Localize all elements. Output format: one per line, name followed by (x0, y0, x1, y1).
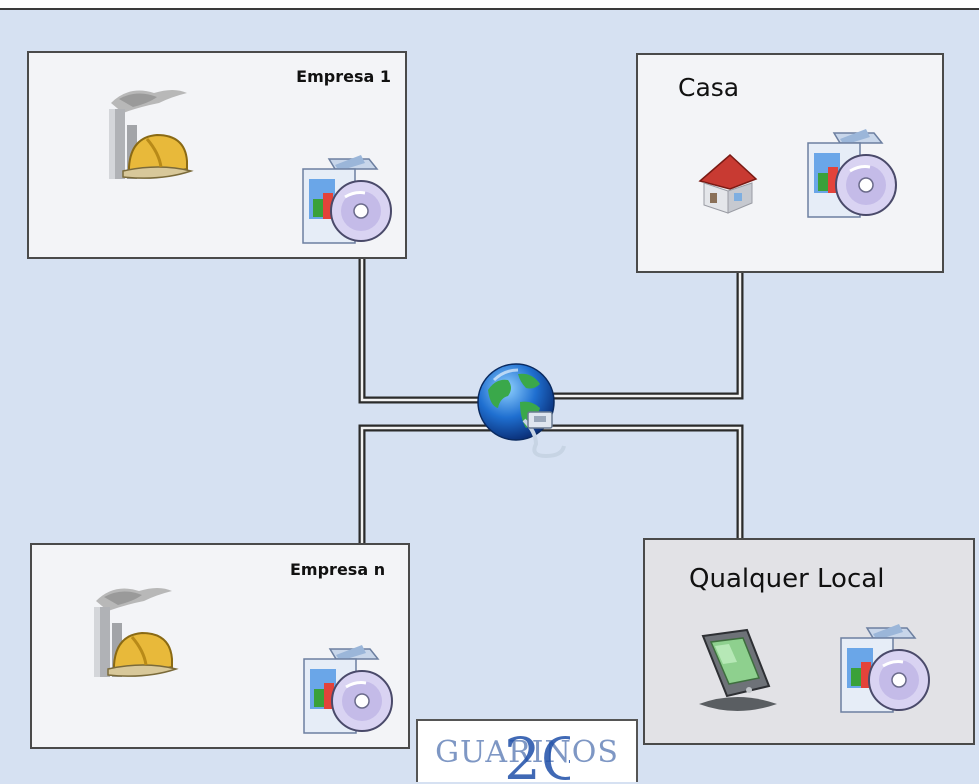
house-icon (698, 153, 758, 214)
node-empresa-1: Empresa 1 (27, 51, 407, 259)
node-label: Qualquer Local (689, 564, 885, 594)
top-border (0, 0, 979, 10)
node-qualquer-local: Qualquer Local (643, 538, 975, 745)
internet-globe-icon (477, 363, 566, 459)
pda-device-icon (699, 628, 777, 711)
logo-text: GUARINOS (435, 735, 619, 770)
software-install-icon (302, 155, 392, 244)
node-label: Empresa n (290, 560, 386, 579)
software-install-icon (303, 645, 393, 734)
node-label: Casa (678, 73, 740, 102)
logo-2g-mark: 2G (504, 725, 570, 784)
node-label: Empresa 1 (296, 67, 391, 86)
factory-hardhat-icon (109, 90, 194, 179)
node-casa: Casa (636, 53, 944, 273)
factory-hardhat-icon (94, 588, 179, 677)
guarinos-logo: GUARINOS 2G (416, 719, 638, 784)
software-install-icon (840, 624, 930, 713)
logo-mark-text: 2G (504, 725, 570, 784)
software-install-icon (807, 129, 897, 218)
node-empresa-n: Empresa n (30, 543, 410, 749)
